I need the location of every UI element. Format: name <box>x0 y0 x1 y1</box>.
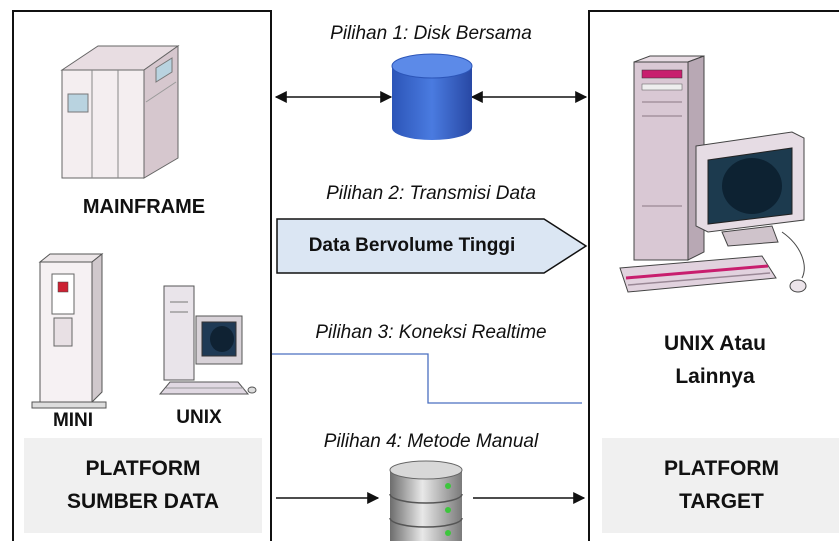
data-transfer-label: Data Bervolume Tinggi <box>308 235 516 256</box>
option-4-label: Pilihan 4: Metode Manual <box>323 431 539 452</box>
unix-workstation-icon <box>158 285 257 395</box>
database-cylinder-icon <box>391 53 473 140</box>
option-2-label: Pilihan 2: Transmisi Data <box>326 183 536 204</box>
target-system-line1: UNIX Atau <box>664 332 766 355</box>
mainframe-label: MAINFRAME <box>82 196 206 218</box>
mainframe-icon <box>60 45 180 179</box>
target-system-label: UNIX Atau Lainnya <box>615 328 815 393</box>
database-server-icon <box>389 460 463 541</box>
option-1-label: Pilihan 1: Disk Bersama <box>330 23 532 44</box>
source-platform-title: PLATFORM SUMBER DATA <box>24 438 262 533</box>
option-3-label: Pilihan 3: Koneksi Realtime <box>315 322 547 343</box>
minicomputer-icon <box>31 252 107 409</box>
source-title-line1: PLATFORM <box>85 456 201 480</box>
target-title-line2: TARGET <box>679 489 764 513</box>
target-system-line2: Lainnya <box>675 364 755 388</box>
target-title-line1: PLATFORM <box>663 456 780 480</box>
source-title-line2: SUMBER DATA <box>66 489 220 513</box>
mini-label: MINI <box>52 410 94 431</box>
data-transfer-arrow <box>276 218 588 274</box>
source-platform-panel: MAINFRAME MINI UNIX PLATFORM SUMBER DATA <box>12 10 272 541</box>
target-platform-panel: UNIX Atau Lainnya PLATFORM TARGET <box>588 10 839 541</box>
target-workstation-icon <box>619 55 807 293</box>
target-platform-title: PLATFORM TARGET <box>602 438 839 533</box>
unix-label: UNIX <box>176 407 222 428</box>
